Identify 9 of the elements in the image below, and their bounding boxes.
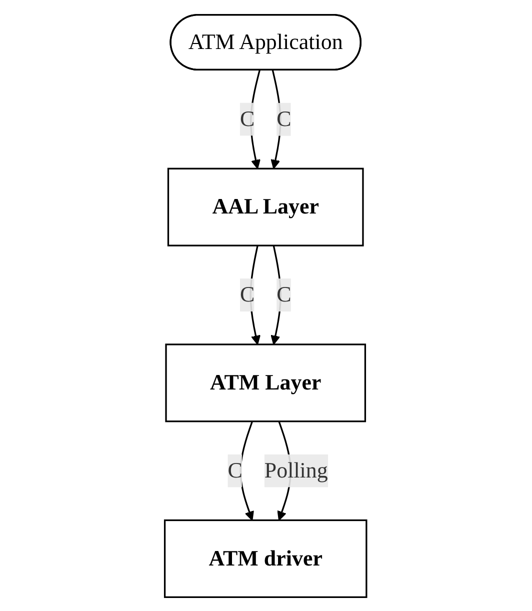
node-box: AAL Layer	[168, 167, 364, 246]
edge-label: C	[240, 106, 256, 131]
node-box: ATM Layer	[166, 343, 366, 422]
edge-label: C	[276, 282, 292, 307]
edge-label: C	[228, 458, 243, 482]
edge-label: C	[240, 282, 256, 307]
edge-label: C	[276, 106, 292, 131]
node-box: ATM driver	[164, 518, 368, 598]
edge-label: Polling	[264, 458, 328, 482]
